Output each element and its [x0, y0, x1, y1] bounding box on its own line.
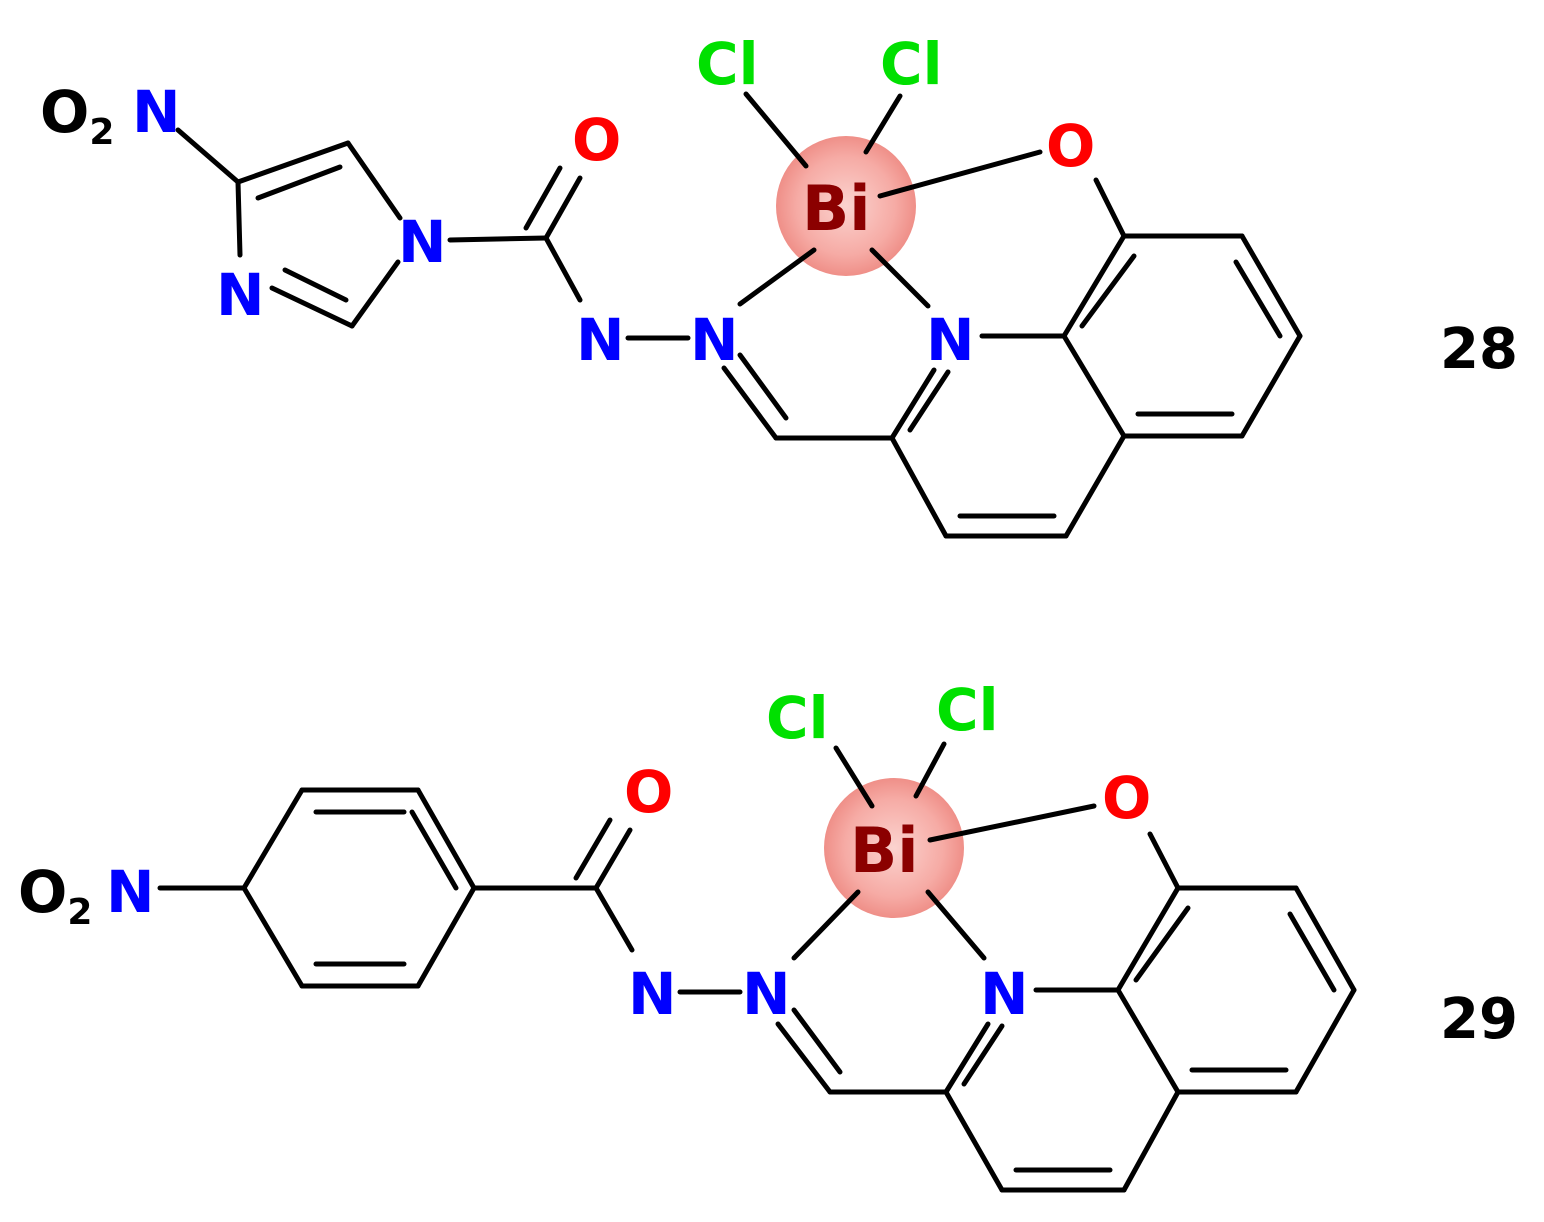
molecule-29: O2 N O N N N Bi Cl Cl O 29: [18, 676, 1518, 1193]
hydrazide-nh-label: N: [576, 306, 625, 374]
chlorine-2-label: Cl: [880, 30, 942, 98]
imidazole-n1-label: N: [398, 208, 447, 276]
chlorine-1-label: Cl: [766, 684, 828, 752]
bismuth-label: Bi: [850, 814, 919, 887]
imine-nitrogen-label: N: [690, 306, 739, 374]
imidazole-n3-label: N: [216, 261, 265, 329]
bismuth-halo: [776, 136, 916, 276]
quinoline-nitrogen-label: N: [980, 960, 1029, 1028]
quinoline-nitrogen-label: N: [926, 306, 975, 374]
bonds-29: [157, 741, 1357, 1193]
phenolate-oxygen-label: O: [1046, 112, 1095, 180]
nitro-nitrogen-label: N: [132, 78, 181, 146]
bismuth-label: Bi: [802, 172, 871, 245]
atoms-28: O2 N N N O N N N Bi Cl Cl O: [40, 30, 1095, 374]
chlorine-2-label: Cl: [936, 676, 998, 744]
molecule-28: O2 N N N O N N N Bi Cl Cl O 28: [40, 30, 1518, 539]
carbonyl-oxygen-label: O: [624, 758, 673, 826]
nitro-oxygen-label: O2: [40, 78, 114, 153]
bismuth-halo: [824, 778, 964, 918]
atoms-29: O2 N O N N N Bi Cl Cl O: [18, 676, 1151, 1028]
imine-nitrogen-label: N: [742, 960, 791, 1028]
nitro-oxygen-label: O2: [18, 858, 92, 933]
nitro-nitrogen-label: N: [106, 858, 155, 926]
chlorine-1-label: Cl: [696, 30, 758, 98]
compound-label-28: 28: [1440, 317, 1518, 382]
hydrazide-nh-label: N: [628, 960, 677, 1028]
phenolate-oxygen-label: O: [1102, 764, 1151, 832]
bonds-28: [175, 91, 1303, 539]
compound-label-29: 29: [1440, 987, 1518, 1052]
carbonyl-oxygen-label: O: [572, 106, 621, 174]
